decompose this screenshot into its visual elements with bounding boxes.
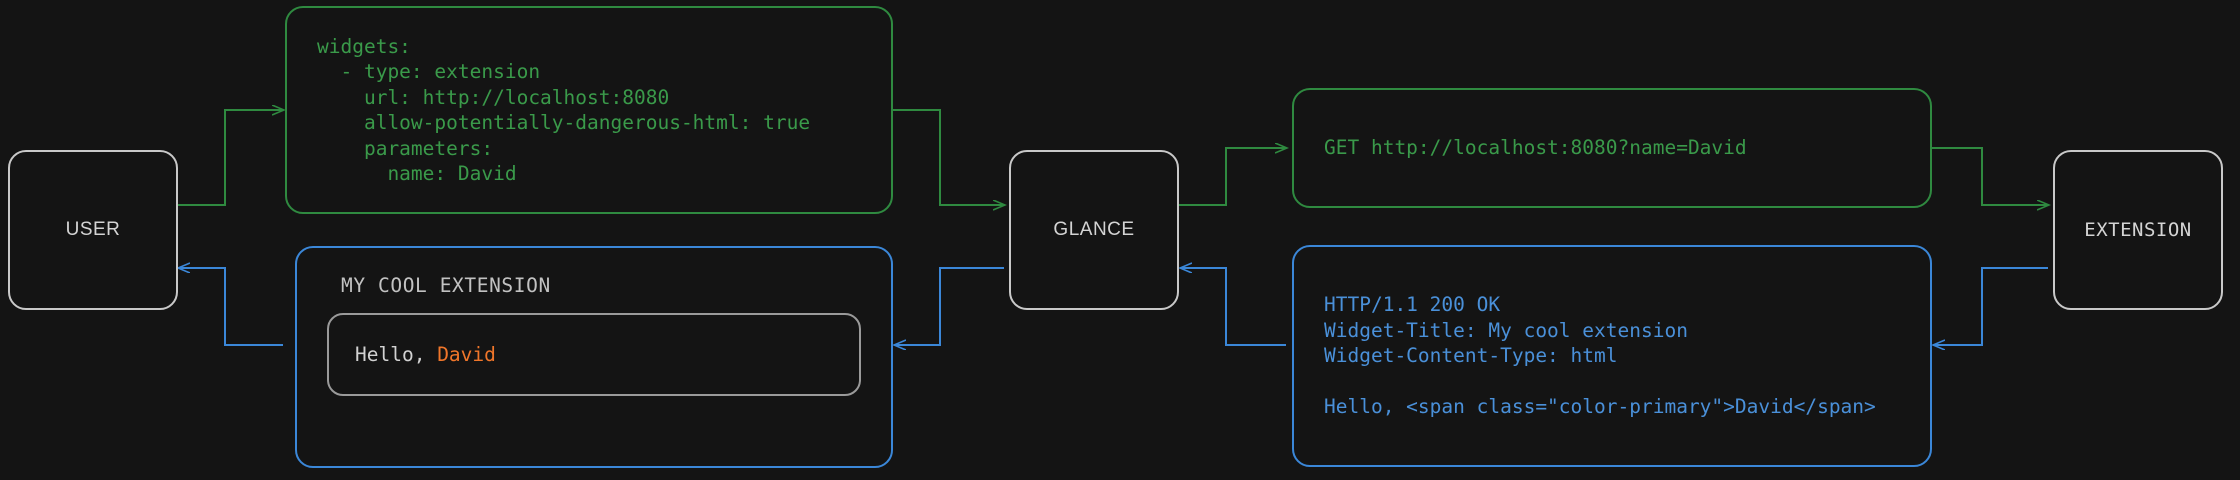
arrow-response-to-glance [1181,268,1286,346]
node-user[interactable]: USER [8,150,178,310]
arrow-widget-to-user [179,268,283,346]
widget-body-prefix: Hello, [355,343,438,366]
node-glance-label: GLANCE [1053,219,1135,240]
arrow-glance-to-widget [895,267,1004,345]
glance-widget-yaml-config: widgets: - type: extension url: http://l… [285,6,893,214]
widget-preview-body: Hello, David [355,343,496,366]
yaml-config-text: widgets: - type: extension url: http://l… [317,34,811,186]
http-response-text: HTTP/1.1 200 OK Widget-Title: My cool ex… [1324,293,1876,419]
node-glance[interactable]: GLANCE [1009,150,1179,310]
widget-preview-card: MY COOL EXTENSION Hello, David [295,246,893,468]
http-response-box: HTTP/1.1 200 OK Widget-Title: My cool ex… [1292,245,1932,467]
arrow-glance-to-request [1179,148,1286,206]
http-get-request-box: GET http://localhost:8080?name=David [1292,88,1932,208]
arrow-extension-to-response [1934,267,2048,345]
widget-preview-title: MY COOL EXTENSION [341,274,551,297]
arrow-user-to-config [177,110,283,206]
arrow-config-to-glance [893,109,1004,205]
node-extension-label: EXTENSION [2084,219,2192,241]
node-user-label: USER [65,219,121,240]
node-extension[interactable]: EXTENSION [2053,150,2223,310]
widget-preview-body-frame: Hello, David [327,313,861,396]
widget-body-accent-name: David [437,343,496,366]
http-get-request-text: GET http://localhost:8080?name=David [1324,136,1747,160]
arrow-request-to-extension [1932,147,2048,205]
